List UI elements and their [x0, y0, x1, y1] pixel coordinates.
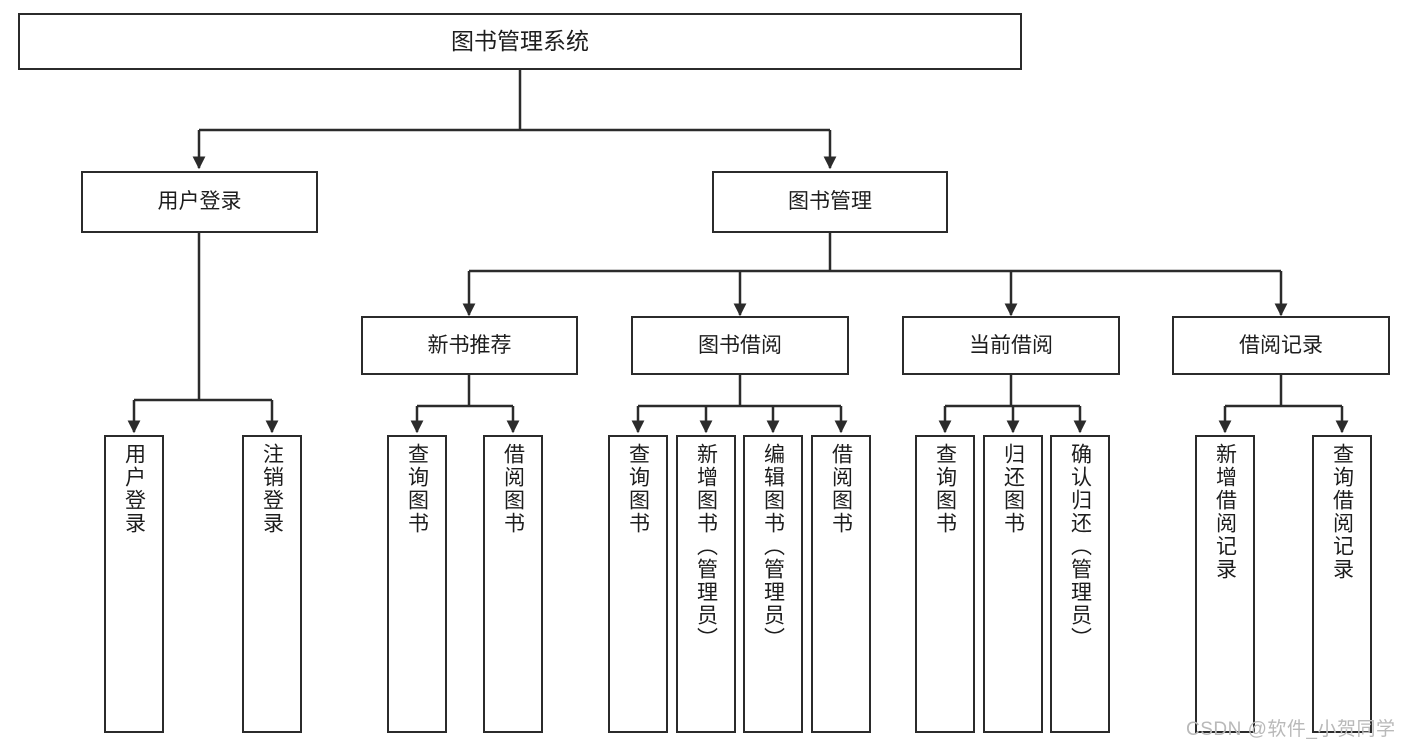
node-leaf-add-book[interactable]: 新增图书（管理员） — [676, 435, 736, 733]
node-leaf-add-record[interactable]: 新增借阅记录 — [1195, 435, 1255, 733]
node-user-login-label: 用户登录 — [157, 190, 242, 214]
node-leaf-query-book-cur-label: 查询图书 — [933, 443, 957, 535]
node-book-borrow[interactable]: 图书借阅 — [631, 316, 849, 375]
node-leaf-confirm-return[interactable]: 确认归还（管理员） — [1050, 435, 1110, 733]
node-book-manage-label: 图书管理 — [788, 190, 872, 214]
node-book-manage[interactable]: 图书管理 — [712, 171, 948, 233]
node-leaf-return-book[interactable]: 归还图书 — [983, 435, 1043, 733]
node-leaf-borrow-book[interactable]: 借阅图书 — [811, 435, 871, 733]
node-leaf-borrow-book-rec-label: 借阅图书 — [501, 443, 525, 535]
node-new-book-rec-label: 新书推荐 — [427, 333, 512, 357]
node-book-borrow-label: 图书借阅 — [698, 333, 782, 357]
node-current-borrow[interactable]: 当前借阅 — [902, 316, 1120, 375]
node-leaf-query-book-borrow-label: 查询图书 — [626, 443, 650, 535]
node-leaf-return-book-label: 归还图书 — [1001, 443, 1025, 535]
node-leaf-edit-book-label: 编辑图书（管理员） — [761, 443, 785, 650]
node-leaf-query-book-borrow[interactable]: 查询图书 — [608, 435, 668, 733]
node-leaf-borrow-book-rec[interactable]: 借阅图书 — [483, 435, 543, 733]
node-leaf-logout-login[interactable]: 注销登录 — [242, 435, 302, 733]
node-leaf-query-book-cur[interactable]: 查询图书 — [915, 435, 975, 733]
node-leaf-query-record-label: 查询借阅记录 — [1330, 443, 1354, 581]
node-root-label: 图书管理系统 — [451, 27, 589, 54]
node-leaf-query-book-rec-label: 查询图书 — [405, 443, 429, 535]
node-leaf-query-book-rec[interactable]: 查询图书 — [387, 435, 447, 733]
node-leaf-query-record[interactable]: 查询借阅记录 — [1312, 435, 1372, 733]
node-leaf-add-book-label: 新增图书（管理员） — [694, 443, 718, 650]
watermark: CSDN @软件_小贺同学 — [1186, 719, 1396, 740]
node-new-book-rec[interactable]: 新书推荐 — [361, 316, 578, 375]
node-borrow-record-label: 借阅记录 — [1239, 333, 1323, 357]
node-leaf-user-login-label: 用户登录 — [122, 443, 146, 535]
node-leaf-user-login[interactable]: 用户登录 — [104, 435, 164, 733]
node-leaf-add-record-label: 新增借阅记录 — [1213, 443, 1237, 581]
node-user-login[interactable]: 用户登录 — [81, 171, 318, 233]
node-leaf-logout-login-label: 注销登录 — [260, 443, 284, 535]
node-leaf-borrow-book-label: 借阅图书 — [829, 443, 853, 535]
node-leaf-confirm-return-label: 确认归还（管理员） — [1068, 443, 1092, 650]
node-current-borrow-label: 当前借阅 — [969, 333, 1053, 357]
node-leaf-edit-book[interactable]: 编辑图书（管理员） — [743, 435, 803, 733]
node-root[interactable]: 图书管理系统 — [18, 13, 1022, 70]
node-borrow-record[interactable]: 借阅记录 — [1172, 316, 1390, 375]
